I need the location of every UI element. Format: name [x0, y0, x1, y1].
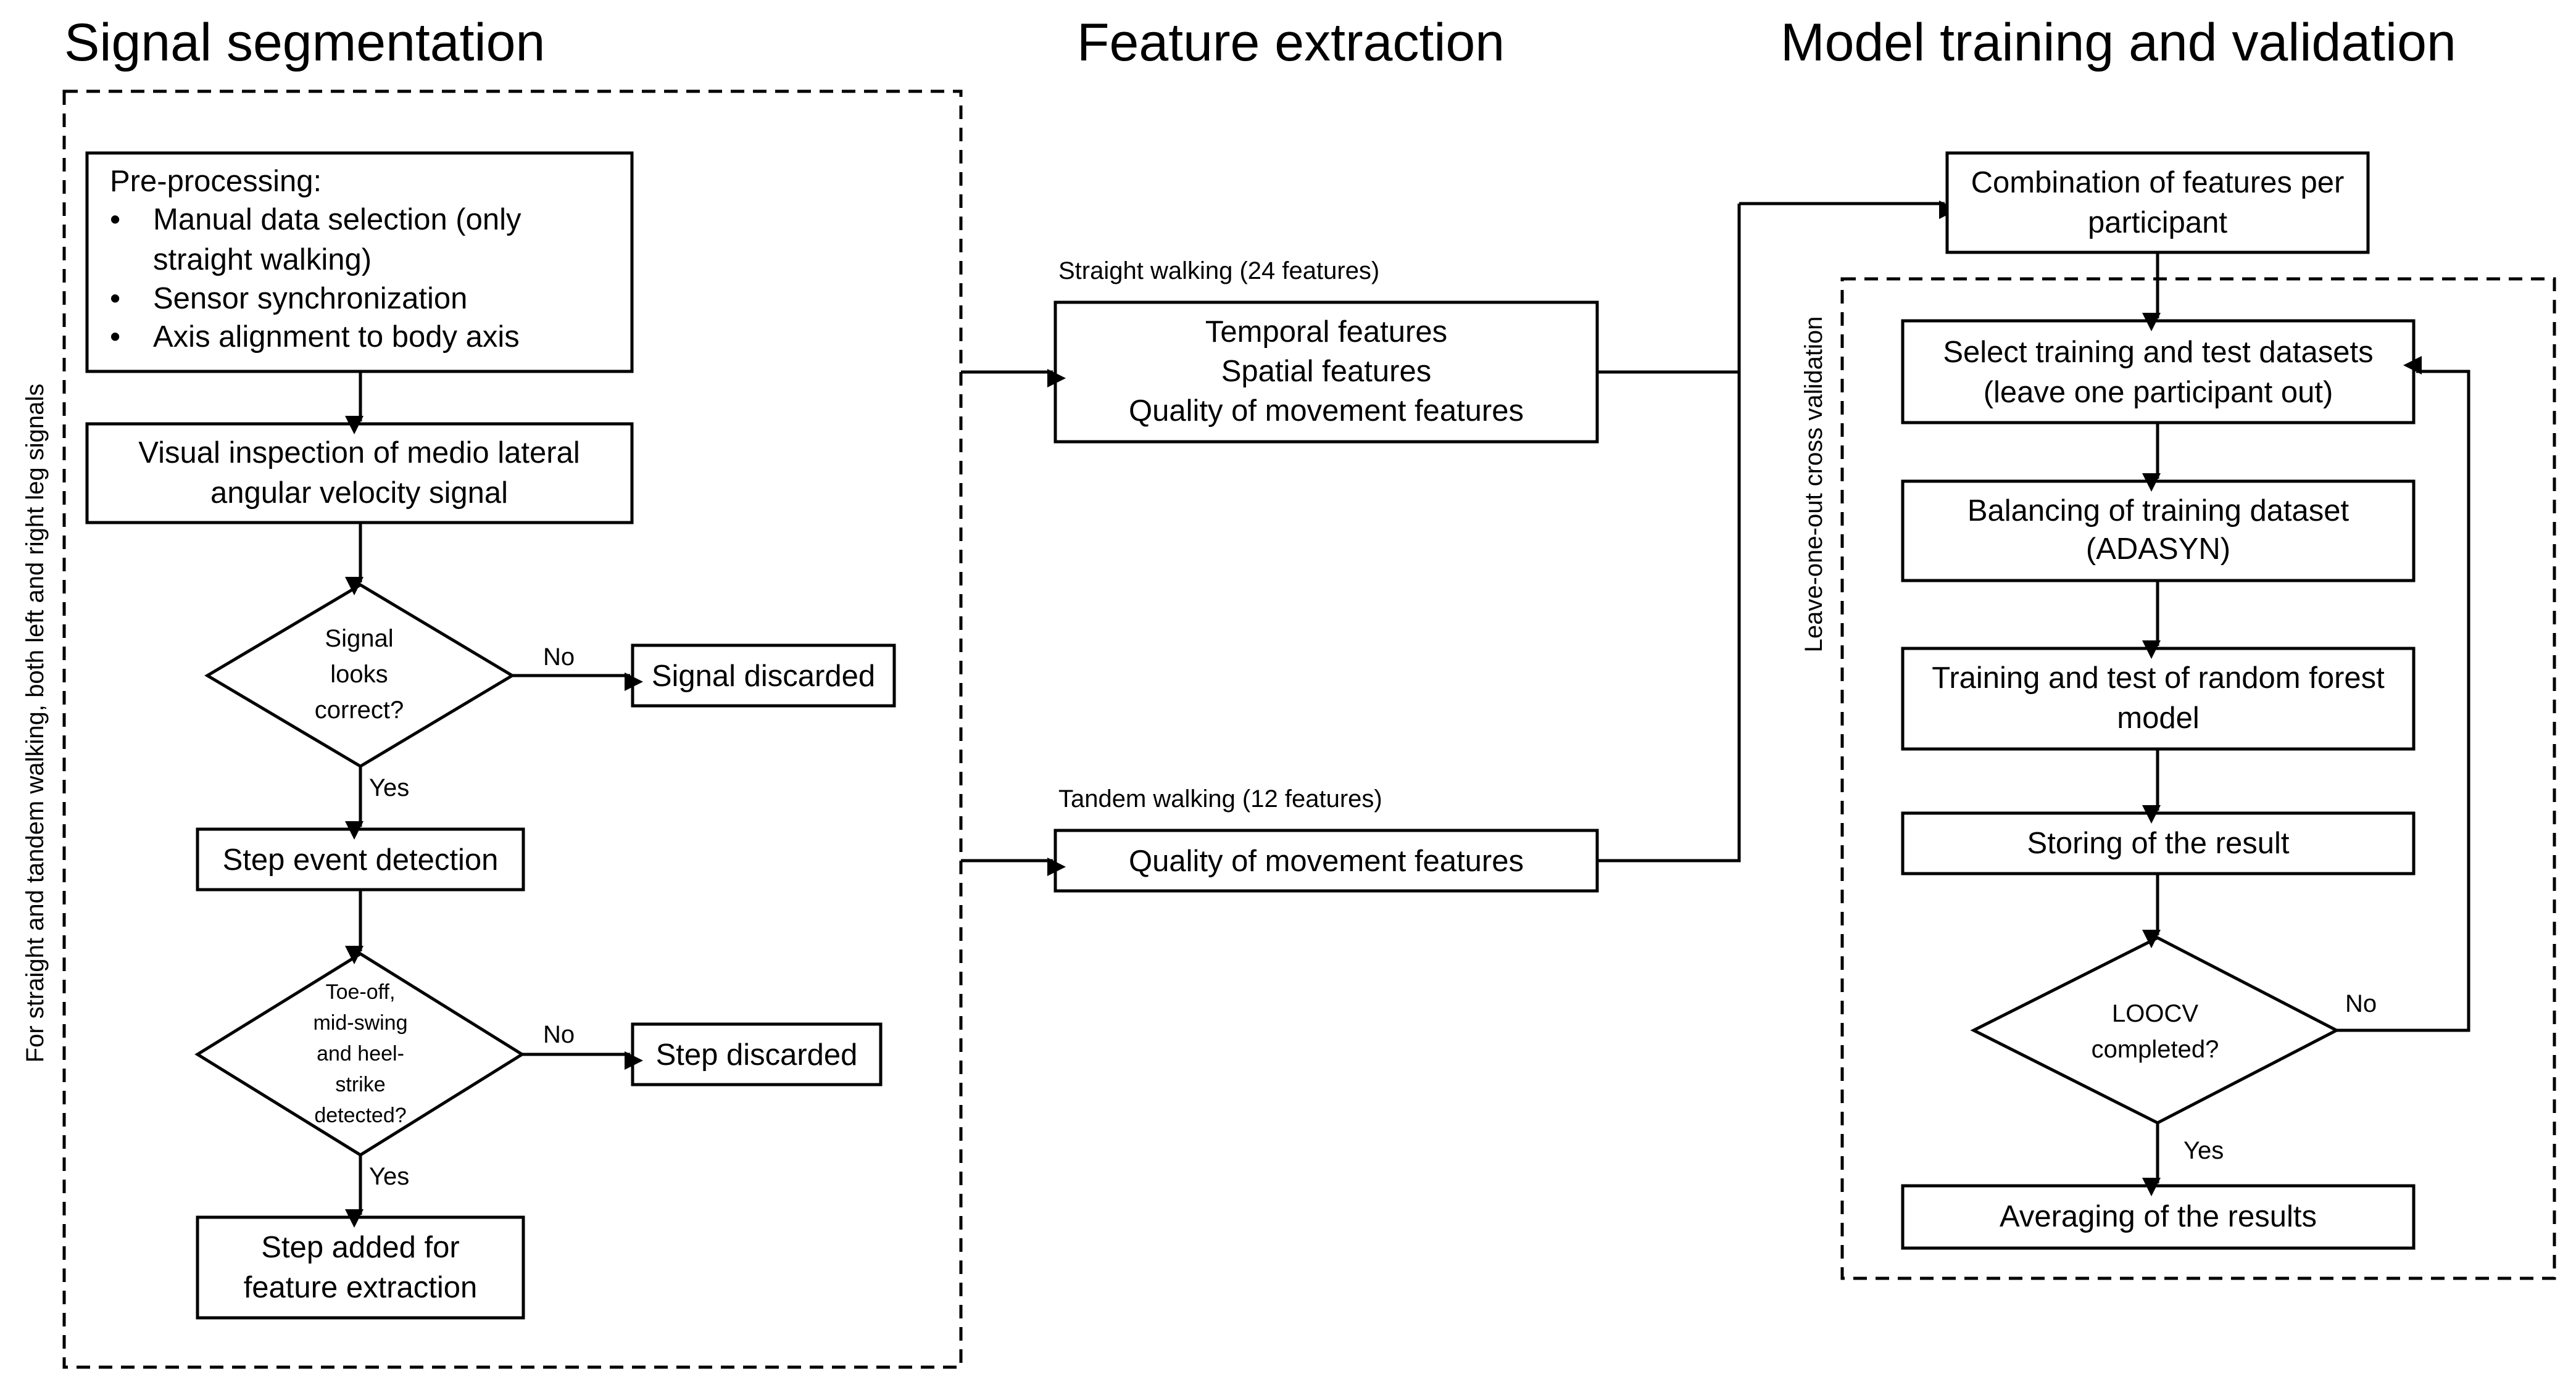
- side-label-loocv: Leave-one-out cross validation: [1800, 316, 1827, 653]
- segmentation-container: [62, 89, 963, 1369]
- straight-feature-item: Temporal features: [1205, 315, 1447, 349]
- straight-walking-label: Straight walking (24 features): [1058, 257, 1379, 284]
- preprocessing-item: Sensor synchronization: [153, 282, 467, 315]
- visual-inspection-line: angular velocity signal: [210, 476, 508, 510]
- decision-step-line: detected?: [314, 1104, 406, 1127]
- balancing-box: [1901, 479, 2416, 582]
- select-datasets-line: Select training and test datasets: [1943, 336, 2373, 369]
- loop-decision-to-select: [2337, 356, 2470, 1032]
- step-added-line: feature extraction: [244, 1271, 478, 1304]
- header-signal-segmentation: Signal segmentation: [64, 13, 545, 72]
- preprocessing-bullet: •: [110, 203, 120, 236]
- decision-signal-line: correct?: [315, 697, 404, 724]
- decision-step-line: strike: [335, 1073, 385, 1096]
- signal-discarded-label: Signal discarded: [652, 660, 875, 693]
- averaging-label: Averaging of the results: [2000, 1200, 2317, 1233]
- decision-loocv-line: LOOCV: [2112, 1000, 2198, 1027]
- balancing-line: Balancing of training dataset: [1967, 494, 2350, 527]
- label-yes-loocv: Yes: [2183, 1137, 2224, 1164]
- label-yes-step: Yes: [369, 1163, 409, 1190]
- label-no-step: No: [543, 1021, 575, 1048]
- side-label-left: For straight and tandem walking, both le…: [22, 384, 49, 1063]
- combination-line: Combination of features per: [1971, 166, 2345, 199]
- tandem-walking-label: Tandem walking (12 features): [1058, 785, 1382, 813]
- preprocessing-bullet: •: [110, 282, 120, 315]
- label-no-loocv: No: [2345, 990, 2377, 1017]
- visual-inspection-line: Visual inspection of medio lateral: [138, 436, 580, 470]
- training-test-line: model: [2117, 701, 2199, 735]
- signal-discarded-box: [631, 643, 896, 708]
- decision-step-line: mid-swing: [313, 1011, 407, 1035]
- step-discarded-box: [631, 1022, 883, 1086]
- combination-box: [1945, 151, 2370, 254]
- combination-line: participant: [2088, 206, 2227, 239]
- preprocessing-bullet: •: [110, 320, 120, 354]
- straight-feature-item: Quality of movement features: [1129, 394, 1524, 428]
- preprocessing-title: Pre-processing:: [110, 165, 322, 198]
- header-model-training: Model training and validation: [1780, 13, 2456, 72]
- preprocessing-item: Axis alignment to body axis: [153, 320, 520, 354]
- connector-tandem-merge: [1597, 204, 1741, 863]
- decision-signal-line: looks: [330, 661, 388, 688]
- label-no-signal: No: [543, 643, 575, 671]
- preprocessing-box: [85, 151, 634, 373]
- loocv-container: [1840, 277, 2556, 1280]
- decision-step-line: and heel-: [317, 1042, 404, 1065]
- preprocessing-item: Manual data selection (only: [153, 203, 521, 236]
- decision-signal-line: Signal: [325, 625, 393, 652]
- step-added-line: Step added for: [261, 1231, 459, 1264]
- visual-inspection-box: [85, 422, 634, 524]
- preprocessing-item: straight walking): [153, 243, 372, 276]
- label-yes-signal: Yes: [369, 774, 409, 801]
- straight-feature-item: Spatial features: [1221, 355, 1432, 388]
- step-discarded-label: Step discarded: [656, 1038, 858, 1072]
- storing-label: Storing of the result: [2027, 827, 2290, 860]
- select-datasets-line: (leave one participant out): [1984, 376, 2333, 409]
- training-test-box: [1901, 647, 2416, 751]
- training-test-line: Training and test of random forest: [1932, 661, 2385, 695]
- step-event-detection-label: Step event detection: [223, 843, 499, 877]
- decision-loocv-line: completed?: [2092, 1036, 2219, 1063]
- decision-step-line: Toe-off,: [326, 980, 396, 1004]
- tandem-feature-item: Quality of movement features: [1129, 845, 1524, 878]
- decision-loocv-completed: [1970, 936, 2340, 1125]
- select-datasets-box: [1901, 319, 2416, 424]
- balancing-line: (ADASYN): [2086, 532, 2230, 566]
- header-feature-extraction: Feature extraction: [1077, 13, 1505, 72]
